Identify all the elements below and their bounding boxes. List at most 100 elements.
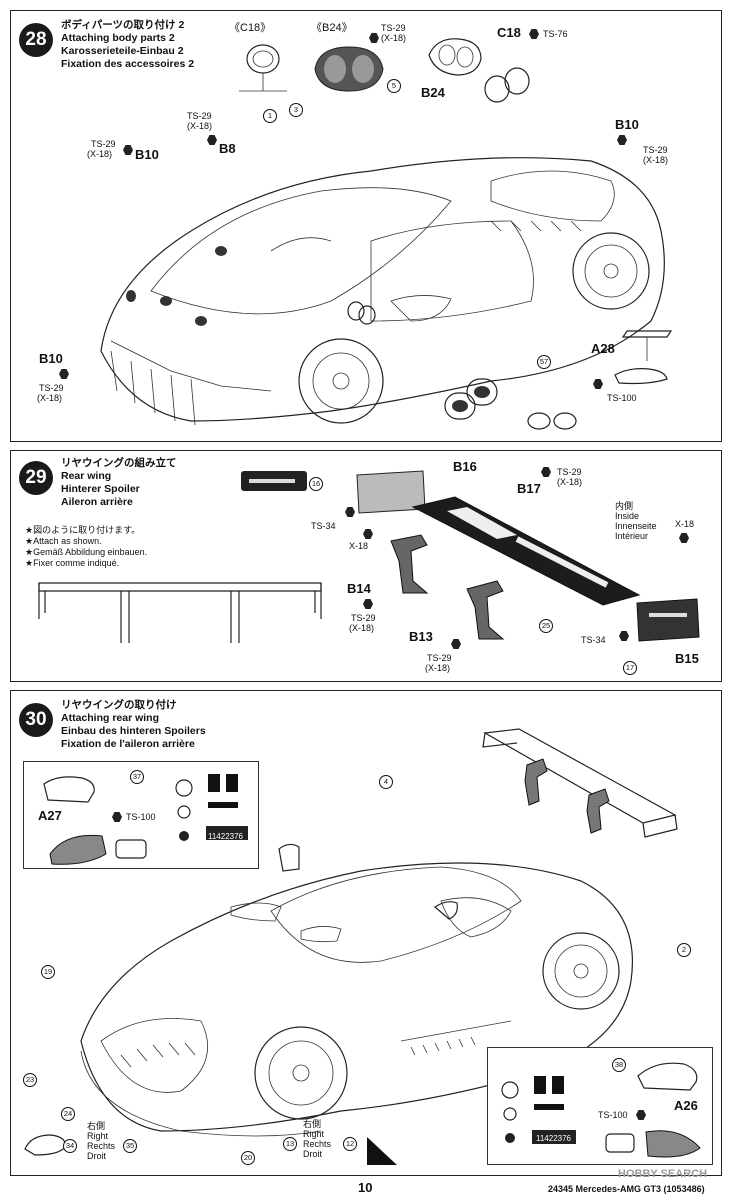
- b16-label: B16: [453, 459, 477, 474]
- callout-34: 34: [63, 1139, 77, 1153]
- b24-c18-assembly-drawing: [428, 38, 530, 103]
- right-fr-b: Droit: [303, 1149, 323, 1159]
- clear-lens-drawing: [24, 1134, 66, 1156]
- ts29-b-label: TS-29: [351, 613, 376, 623]
- callout-17: 17: [623, 661, 637, 675]
- product-code: 24345 Mercedes-AMG GT3 (1053486): [548, 1184, 705, 1194]
- a26-part-drawing: [605, 1130, 701, 1158]
- step-30-titles: リヤウイングの取り付け Attaching rear wing Einbau d…: [61, 699, 206, 751]
- callout-13: 13: [283, 1137, 297, 1151]
- left-decal-sheet-drawing: [175, 774, 248, 841]
- amg-plate-drawing: [241, 471, 307, 491]
- callout-1: 1: [263, 109, 277, 123]
- x18-right-label: (X-18): [643, 155, 669, 165]
- right-de-b: Rechts: [303, 1139, 332, 1149]
- b15-label: B15: [675, 651, 699, 666]
- a27-part-drawing: [49, 834, 147, 865]
- b24-part-label: B24: [421, 85, 445, 100]
- ts29-top-label: TS-29: [381, 23, 406, 33]
- c18-ring-drawing: [239, 44, 287, 92]
- step-29-title-jp: リヤウイングの組み立て: [61, 457, 177, 469]
- callout-57: 57: [537, 355, 551, 369]
- b14-strut-drawing: [390, 534, 429, 594]
- note-jp: ★図のように取り付けます。: [25, 525, 141, 535]
- callout-4: 4: [379, 775, 393, 789]
- ts34-a-label: TS-34: [311, 521, 336, 531]
- right-decal-sheet-drawing: [501, 1076, 576, 1144]
- left-mirror-drawing: [43, 776, 95, 803]
- step-28-title-de: Karosserieteile-Einbau 2: [61, 45, 184, 57]
- ts29-top-marker: [369, 33, 379, 43]
- right-mirror-inset: 38 11422376 A26 TS-100: [487, 1047, 713, 1165]
- x18-c-marker: [679, 533, 689, 543]
- step-29-title-de: Hinterer Spoiler: [61, 483, 140, 495]
- step-29-badge: 29: [19, 461, 53, 495]
- ts29-a-label: TS-29: [557, 467, 582, 477]
- right-mirror-drawing: [637, 1062, 698, 1091]
- callout-5: 5: [387, 79, 401, 93]
- x18-b-label: X-18: [349, 541, 369, 551]
- c18-box-label: 《C18》: [229, 22, 272, 34]
- right-jp-b: 右側: [303, 1119, 322, 1129]
- step-30-title-jp: リヤウイングの取り付け: [61, 699, 177, 711]
- ts29-left-label: TS-29: [91, 139, 116, 149]
- x18-left-label: (X-18): [87, 149, 113, 159]
- b17-label: B17: [517, 481, 541, 496]
- ts100-a-marker: [112, 812, 122, 822]
- x18-c-label: X-18: [675, 519, 695, 529]
- b10-bottom-label: B10: [39, 351, 63, 366]
- ts29-b-marker: [363, 599, 373, 609]
- right-fr-a: Droit: [87, 1151, 107, 1161]
- b10-right-label: B10: [615, 117, 639, 132]
- step-30-panel: 30 リヤウイングの取り付け Attaching rear wing Einba…: [10, 690, 722, 1176]
- step-28-panel: 28 ボディパーツの取り付け 2 Attaching body parts 2 …: [10, 10, 722, 442]
- ts100-b-marker: [636, 1110, 646, 1120]
- callout-16: 16: [309, 477, 323, 491]
- left-mirror-inset: 37 A27 TS-100 11422376: [23, 761, 259, 869]
- a26-label: A26: [674, 1098, 698, 1113]
- x18-d-label: (X-18): [349, 623, 375, 633]
- c18-part-label: C18: [497, 25, 521, 40]
- b13-strut-drawing: [466, 580, 505, 640]
- a27-label: A27: [38, 808, 62, 823]
- note-de: ★Gemäß Abbildung einbauen.: [25, 547, 148, 557]
- step-28-badge: 28: [19, 23, 53, 57]
- callout-25: 25: [539, 619, 553, 633]
- ts100-label: TS-100: [607, 393, 637, 403]
- a28-label: A28: [591, 341, 615, 356]
- ts76-label: TS-76: [543, 29, 568, 39]
- ts29-c-marker: [451, 639, 461, 649]
- right-en-a: Right: [87, 1131, 109, 1141]
- b14-label: B14: [347, 581, 371, 596]
- x18-mid-label: (X-18): [187, 121, 213, 131]
- ts29-left-marker: [123, 145, 133, 155]
- callout-20: 20: [241, 1151, 255, 1165]
- ts29-bottom-marker: [59, 369, 69, 379]
- note-fr: ★Fixer comme indiqué.: [25, 558, 120, 568]
- step-29-title-fr: Aileron arrière: [61, 496, 133, 508]
- callout-3: 3: [289, 103, 303, 117]
- inside-de-label: Innenseite: [615, 521, 657, 531]
- step-29-panel: 29 リヤウイングの組み立て Rear wing Hinterer Spoile…: [10, 450, 722, 682]
- step-30-title-en: Attaching rear wing: [61, 712, 160, 724]
- step-29-notes: ★図のように取り付けます。 ★Attach as shown. ★Gemäß A…: [25, 525, 147, 569]
- black-wedge-drawing: [367, 1137, 397, 1165]
- a28-mirror-drawing: [614, 330, 673, 385]
- ts34-b-label: TS-34: [581, 635, 606, 645]
- decal-code-a: 11422376: [208, 832, 243, 841]
- car-body-rear-view-drawing: [100, 157, 665, 426]
- b15-endplate-drawing: [636, 598, 700, 642]
- x18-top-label: (X-18): [381, 33, 407, 43]
- inside-fr-label: Intérieur: [615, 531, 649, 541]
- ts29-mid-marker: [207, 135, 217, 145]
- ts76-marker: [529, 29, 539, 39]
- right-de-a: Rechts: [87, 1141, 116, 1151]
- b24-part-drawing: [314, 46, 384, 92]
- b8-label: B8: [219, 141, 236, 156]
- step-28-title-fr: Fixation des accessoires 2: [61, 58, 195, 70]
- ts29-c-label: TS-29: [427, 653, 452, 663]
- step-28-titles: ボディパーツの取り付け 2 Attaching body parts 2 Kar…: [61, 19, 194, 71]
- car-body-front-view-drawing: [80, 843, 633, 1137]
- ts100-a-label: TS-100: [126, 812, 156, 822]
- x18-a-label: (X-18): [557, 477, 583, 487]
